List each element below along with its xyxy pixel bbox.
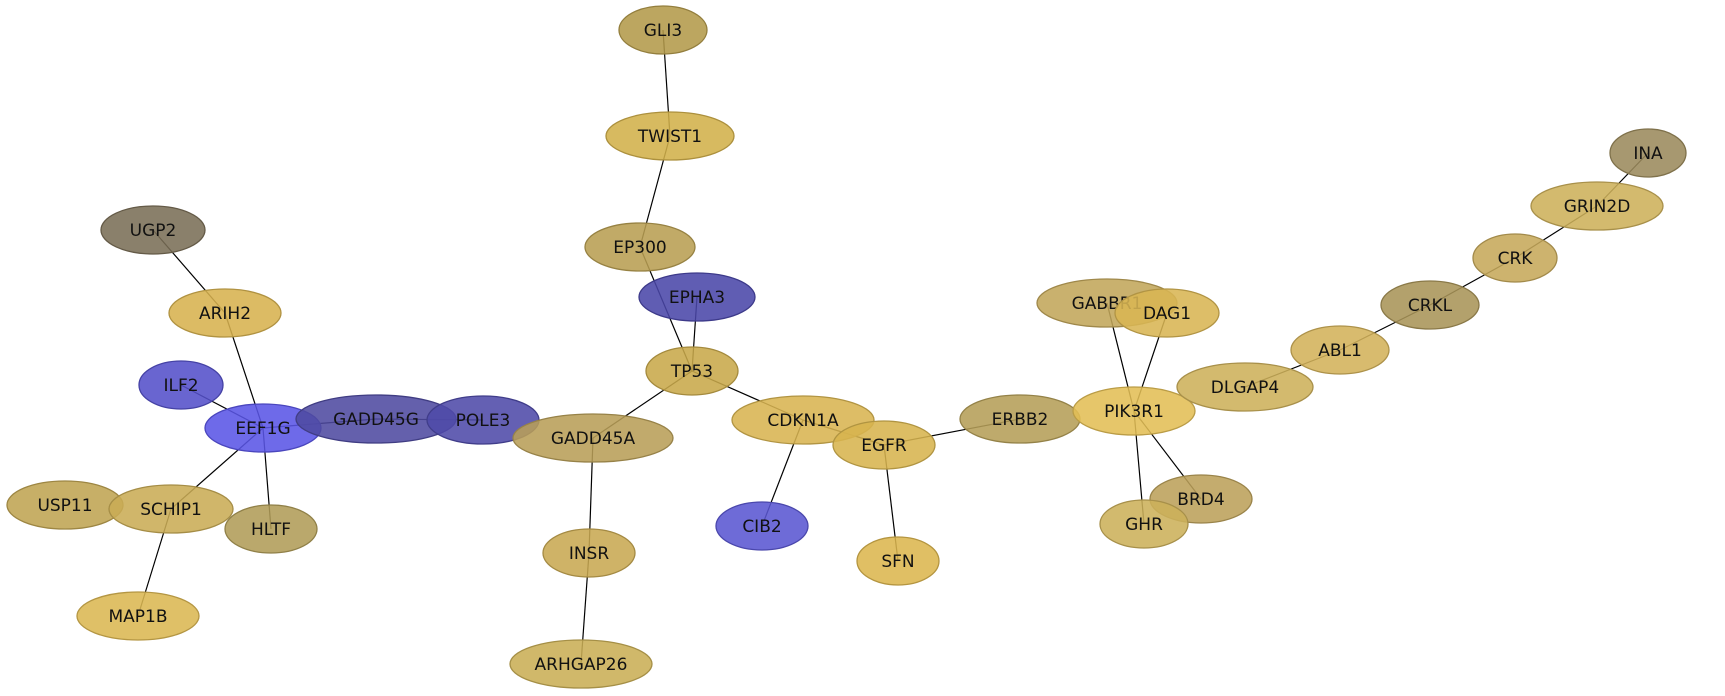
- node-gadd45a[interactable]: GADD45A: [512, 413, 674, 463]
- node-gadd45g[interactable]: GADD45G: [295, 394, 457, 444]
- node-label: EEF1G: [235, 419, 290, 439]
- node-pole3[interactable]: POLE3: [426, 395, 540, 445]
- node-ellipse: [731, 395, 875, 445]
- node-label: GRIN2D: [1564, 197, 1631, 217]
- node-ellipse: [108, 484, 234, 534]
- node-ellipse: [1472, 233, 1558, 283]
- node-grin2d[interactable]: GRIN2D: [1530, 181, 1664, 231]
- node-egfr[interactable]: EGFR: [832, 420, 936, 470]
- node-ep300[interactable]: EP300: [584, 222, 696, 272]
- node-ellipse: [512, 413, 674, 463]
- node-ellipse: [1290, 325, 1390, 375]
- node-label: ARHGAP26: [535, 655, 628, 675]
- node-label: GADD45G: [333, 410, 419, 430]
- node-ellipse: [1099, 499, 1189, 549]
- node-ellipse: [76, 591, 200, 641]
- node-label: PIK3R1: [1104, 402, 1164, 422]
- node-dag1[interactable]: DAG1: [1114, 288, 1220, 338]
- node-ellipse: [138, 360, 224, 410]
- node-label: ARIH2: [199, 304, 251, 324]
- node-ellipse: [584, 222, 696, 272]
- node-label: INA: [1633, 144, 1663, 164]
- node-ellipse: [224, 504, 318, 554]
- node-ellipse: [638, 272, 756, 322]
- node-label: GHR: [1125, 515, 1163, 535]
- node-label: TP53: [670, 362, 713, 382]
- node-label: INSR: [569, 544, 610, 564]
- node-label: POLE3: [456, 411, 511, 431]
- node-twist1[interactable]: TWIST1: [605, 111, 735, 161]
- node-label: ILF2: [163, 376, 198, 396]
- node-ellipse: [1114, 288, 1220, 338]
- node-ilf2[interactable]: ILF2: [138, 360, 224, 410]
- node-ellipse: [645, 346, 739, 396]
- node-ellipse: [715, 501, 809, 551]
- node-ellipse: [605, 111, 735, 161]
- node-label: GADD45A: [551, 429, 636, 449]
- node-label: SFN: [881, 552, 914, 572]
- node-label: CRKL: [1408, 296, 1453, 316]
- node-ina[interactable]: INA: [1609, 128, 1687, 178]
- node-dlgap4[interactable]: DLGAP4: [1176, 362, 1314, 412]
- node-pik3r1[interactable]: PIK3R1: [1072, 386, 1196, 436]
- node-label: MAP1B: [108, 607, 167, 627]
- node-label: BRD4: [1177, 490, 1224, 510]
- node-label: TWIST1: [637, 127, 702, 147]
- node-ellipse: [1530, 181, 1664, 231]
- node-gli3[interactable]: GLI3: [618, 5, 708, 55]
- node-ellipse: [168, 288, 282, 338]
- node-label: EPHA3: [669, 288, 725, 308]
- node-ellipse: [832, 420, 936, 470]
- node-ellipse: [1380, 280, 1480, 330]
- node-ghr[interactable]: GHR: [1099, 499, 1189, 549]
- node-crk[interactable]: CRK: [1472, 233, 1558, 283]
- node-label: USP11: [37, 496, 92, 516]
- node-cib2[interactable]: CIB2: [715, 501, 809, 551]
- node-label: ERBB2: [992, 410, 1049, 430]
- node-ellipse: [1609, 128, 1687, 178]
- node-label: DLGAP4: [1211, 378, 1279, 398]
- node-epha3[interactable]: EPHA3: [638, 272, 756, 322]
- node-label: SCHIP1: [140, 500, 202, 520]
- node-label: ABL1: [1318, 341, 1362, 361]
- node-label: HLTF: [251, 520, 291, 540]
- node-ellipse: [1072, 386, 1196, 436]
- node-eef1g[interactable]: EEF1G: [204, 403, 322, 453]
- node-ellipse: [509, 639, 653, 689]
- node-cdkn1a[interactable]: CDKN1A: [731, 395, 875, 445]
- node-label: DAG1: [1143, 304, 1191, 324]
- node-tp53[interactable]: TP53: [645, 346, 739, 396]
- node-label: EP300: [613, 238, 666, 258]
- node-crkl[interactable]: CRKL: [1380, 280, 1480, 330]
- node-ellipse: [542, 528, 636, 578]
- node-erbb2[interactable]: ERBB2: [959, 394, 1081, 444]
- node-map1b[interactable]: MAP1B: [76, 591, 200, 641]
- node-label: CDKN1A: [767, 411, 839, 431]
- node-insr[interactable]: INSR: [542, 528, 636, 578]
- node-ellipse: [856, 536, 940, 586]
- node-sfn[interactable]: SFN: [856, 536, 940, 586]
- node-ellipse: [100, 205, 206, 255]
- node-label: CIB2: [742, 517, 781, 537]
- node-label: GLI3: [644, 21, 682, 41]
- node-label: UGP2: [130, 221, 177, 241]
- node-ellipse: [618, 5, 708, 55]
- node-usp11[interactable]: USP11: [6, 480, 124, 530]
- node-abl1[interactable]: ABL1: [1290, 325, 1390, 375]
- node-schip1[interactable]: SCHIP1: [108, 484, 234, 534]
- node-arih2[interactable]: ARIH2: [168, 288, 282, 338]
- node-ellipse: [1176, 362, 1314, 412]
- node-label: EGFR: [861, 436, 907, 456]
- node-label: CRK: [1498, 249, 1534, 269]
- node-arhgap26[interactable]: ARHGAP26: [509, 639, 653, 689]
- node-hltf[interactable]: HLTF: [224, 504, 318, 554]
- node-ugp2[interactable]: UGP2: [100, 205, 206, 255]
